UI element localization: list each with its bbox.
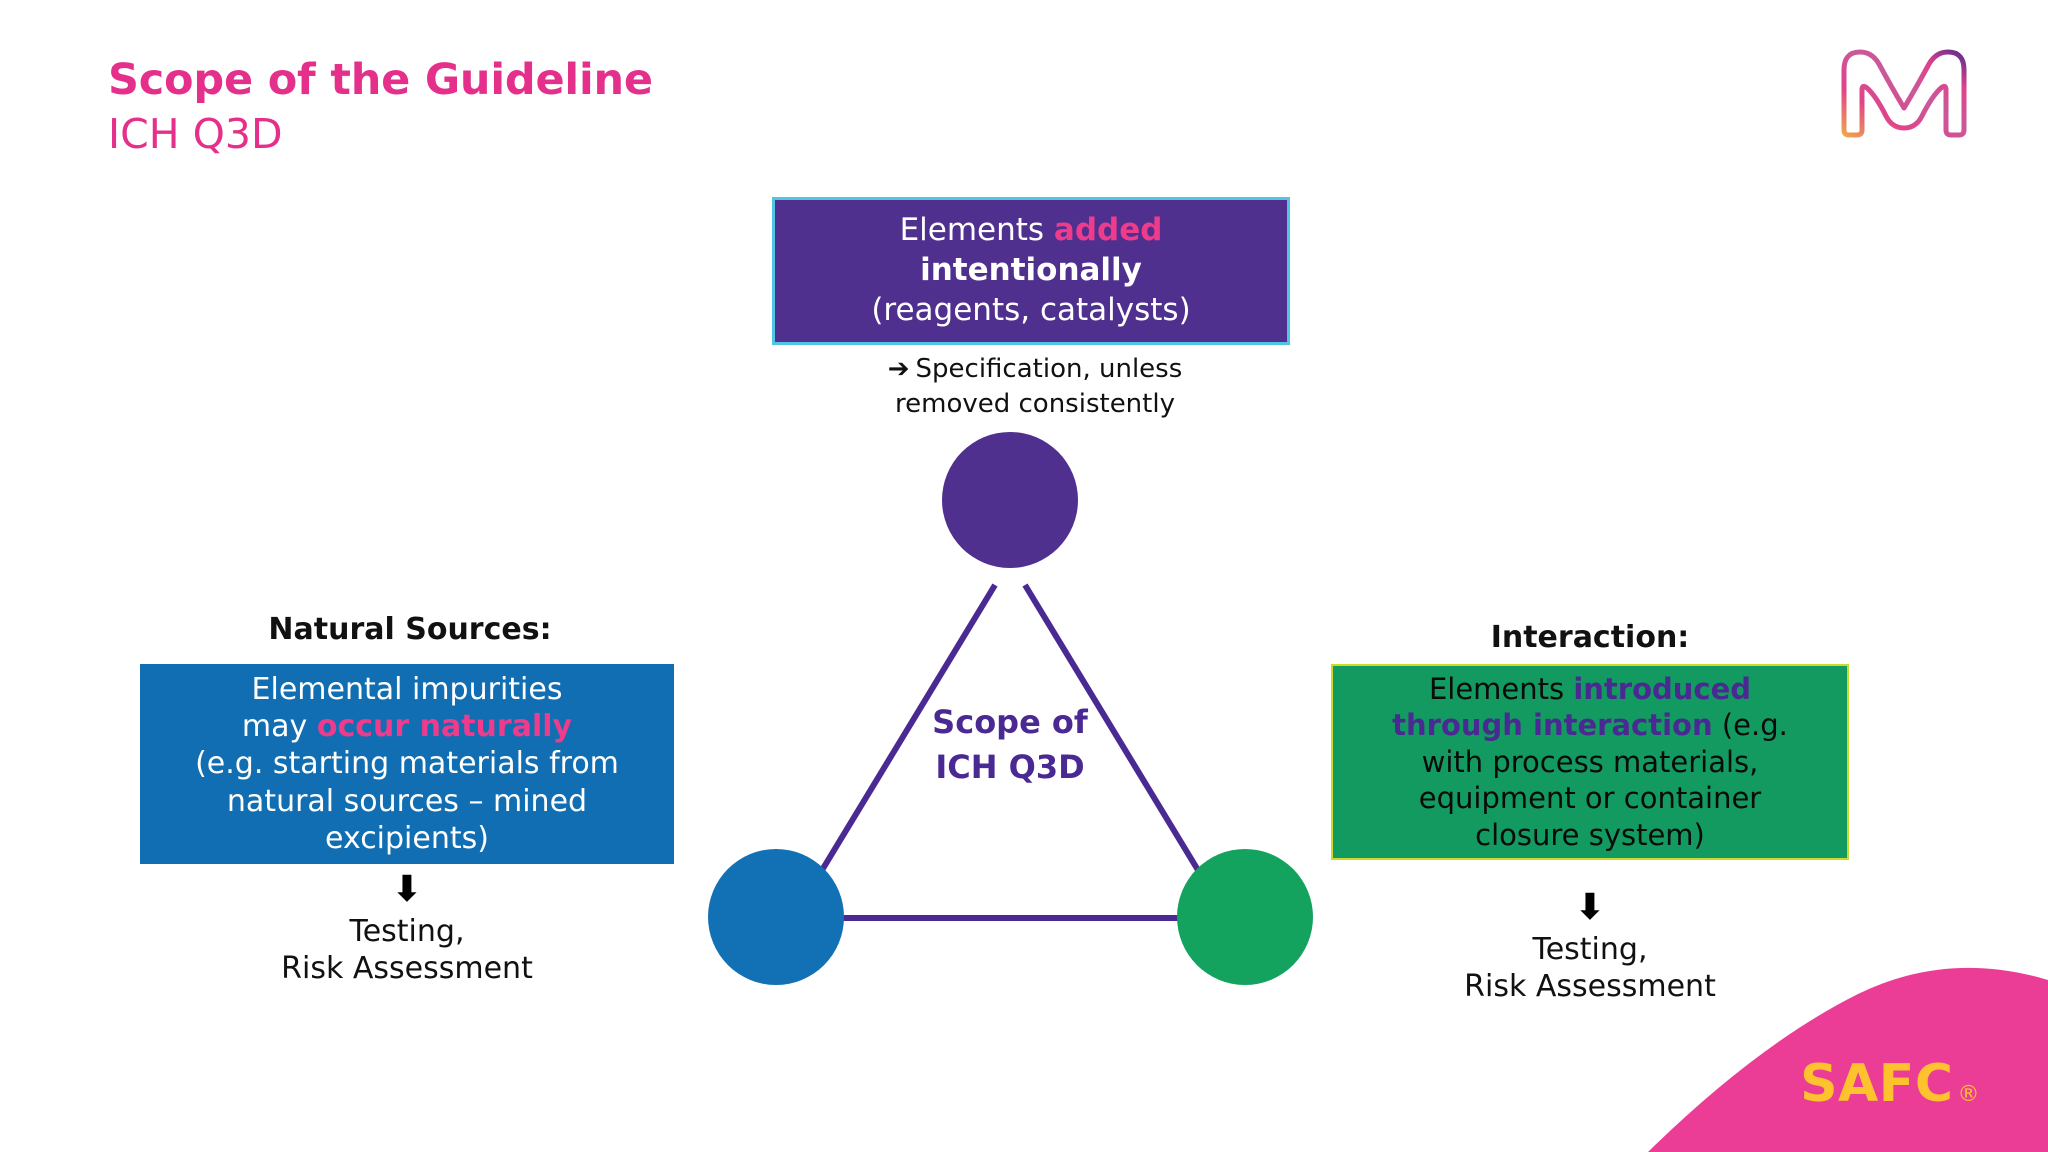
spec-note-line-2: removed consistently [895, 388, 1175, 419]
top-box-line-1-text: Elements [899, 212, 1054, 249]
green-box-line-5: closure system) [1475, 817, 1705, 852]
right-outcome-line-1: Testing, [1532, 932, 1648, 967]
green-box-line-4: equipment or container [1418, 781, 1762, 816]
top-node-box: Elements added intentionally (reagents, … [772, 197, 1290, 345]
edge-top-left [810, 583, 998, 887]
down-arrow-icon-left: ⬇ [391, 869, 423, 910]
right-node-circle [1177, 849, 1313, 985]
spec-note-line-1-text: Specification, unless [915, 354, 1183, 384]
right-arrow-icon: ➔ [887, 354, 910, 384]
merck-m-logo [1828, 38, 1980, 140]
green-box-highlight-introduced: introduced [1573, 671, 1752, 706]
blue-box-line-4: natural sources – mined [226, 783, 588, 819]
left-outcome-line-1: Testing, [349, 914, 465, 949]
safc-pink-shape [1648, 967, 2048, 1152]
top-box-highlight-added: added [1053, 212, 1163, 249]
blue-box-line-3: (e.g. starting materials from [195, 746, 619, 782]
page-title: Scope of the Guideline [108, 55, 653, 105]
diagram-center-label: Scope of ICH Q3D [880, 700, 1140, 791]
left-node-heading: Natural Sources: [268, 612, 552, 647]
right-node-outcome: ⬇ Testing, Risk Assessment [1331, 890, 1849, 1005]
green-box-line-1-prefix: Elements [1428, 671, 1574, 706]
green-box-line-2: through interaction (e.g. [1392, 707, 1788, 744]
top-node-circle [942, 432, 1078, 568]
left-outcome-text: Testing, Risk Assessment [140, 914, 674, 987]
right-outcome-text: Testing, Risk Assessment [1331, 932, 1849, 1005]
top-node-note: ➔Specification, unless removed consisten… [820, 352, 1250, 421]
safc-corner-graphic [1528, 932, 2048, 1152]
diagram-center-label-line-2: ICH Q3D [935, 748, 1085, 787]
right-node-box: Elements introduced through interaction … [1331, 664, 1849, 860]
edge-top-right [1022, 583, 1210, 887]
green-box-line-2-suffix: (e.g. [1712, 708, 1788, 743]
down-arrow-icon-right: ⬇ [1574, 887, 1606, 928]
safc-wordmark-text: SAFC [1800, 1054, 1954, 1114]
blue-box-line-2: may occur naturally [242, 708, 572, 745]
blue-box-line-2-prefix: may [241, 709, 317, 745]
green-box-line-1: Elements introduced [1429, 671, 1751, 708]
right-outcome-line-2: Risk Assessment [1464, 968, 1716, 1004]
registered-trademark-icon: ® [1957, 1082, 1980, 1107]
right-node-heading: Interaction: [1490, 620, 1690, 655]
blue-box-line-1: Elemental impurities [251, 672, 563, 708]
blue-box-line-5: excipients) [325, 820, 489, 856]
blue-box-highlight-occur-naturally: occur naturally [316, 709, 573, 745]
diagram-center-label-line-1: Scope of [932, 703, 1088, 741]
scope-triangle-diagram [680, 430, 1340, 990]
top-box-line-1: Elements added [900, 211, 1163, 251]
safc-logo: SAFC® [1800, 1058, 1980, 1110]
top-box-line-3: (reagents, catalysts) [871, 291, 1191, 328]
spec-note-line-1: ➔Specification, unless [820, 352, 1250, 387]
left-node-circle [708, 849, 844, 985]
green-box-highlight-through-interaction: through interaction [1392, 708, 1713, 743]
left-outcome-line-2: Risk Assessment [281, 950, 533, 986]
page-subtitle: ICH Q3D [108, 110, 283, 159]
left-node-outcome: ⬇ Testing, Risk Assessment [140, 872, 674, 987]
title-block: Scope of the Guideline ICH Q3D [108, 56, 1108, 159]
left-node-box: Elemental impurities may occur naturally… [140, 664, 674, 864]
top-box-highlight-intentionally: intentionally [920, 252, 1142, 288]
green-box-line-3: with process materials, [1421, 744, 1759, 779]
